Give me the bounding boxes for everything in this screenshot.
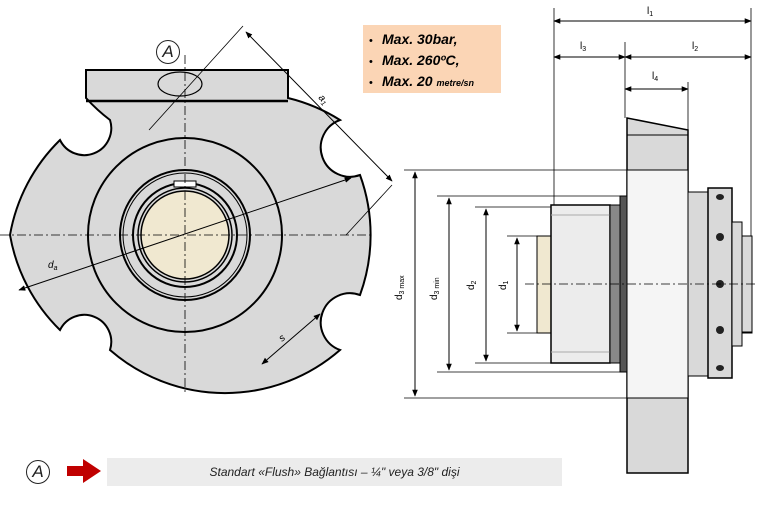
l2-label: l2 <box>692 41 698 53</box>
a1-label: a1 <box>315 93 330 108</box>
s-dimension-line <box>261 313 321 365</box>
l1-label: l1 <box>647 6 653 18</box>
l4-label: l4 <box>652 71 658 83</box>
l3-label: l3 <box>580 41 586 53</box>
spec-box: •Max. 30bar, •Max. 260ºC, •Max. 20 metre… <box>363 25 501 93</box>
side-view: l1 l3 l2 l4 d3 max d3 min d2 d1 <box>394 6 758 474</box>
spec-speed: •Max. 20 metre/sn <box>369 73 475 89</box>
a1-dimension-line <box>245 31 393 182</box>
s-label: s <box>277 333 288 345</box>
d3max-label: d3 max <box>394 275 406 300</box>
flush-marker-legend: A <box>26 460 50 484</box>
flush-marker-top: A <box>156 40 180 64</box>
d3min-label: d3 min <box>429 277 441 300</box>
d1-label: d1 <box>498 280 510 290</box>
spec-pressure: •Max. 30bar, <box>369 31 458 47</box>
red-arrow-icon <box>67 459 101 483</box>
footer-legend-text: Standart «Flush» Bağlantısı – ¼" veya 3/… <box>209 465 460 479</box>
da-dimension-line <box>18 177 352 291</box>
da-label: da <box>48 260 58 272</box>
set-screw-holes <box>716 194 724 371</box>
spec-temperature: •Max. 260ºC, <box>369 52 460 68</box>
a1-extension-1 <box>148 25 244 131</box>
front-view: da a1 s <box>0 25 393 395</box>
d2-label: d2 <box>466 280 478 290</box>
footer-legend-bar: Standart «Flush» Bağlantısı – ¼" veya 3/… <box>107 458 562 486</box>
a1-extension-2 <box>345 184 393 236</box>
